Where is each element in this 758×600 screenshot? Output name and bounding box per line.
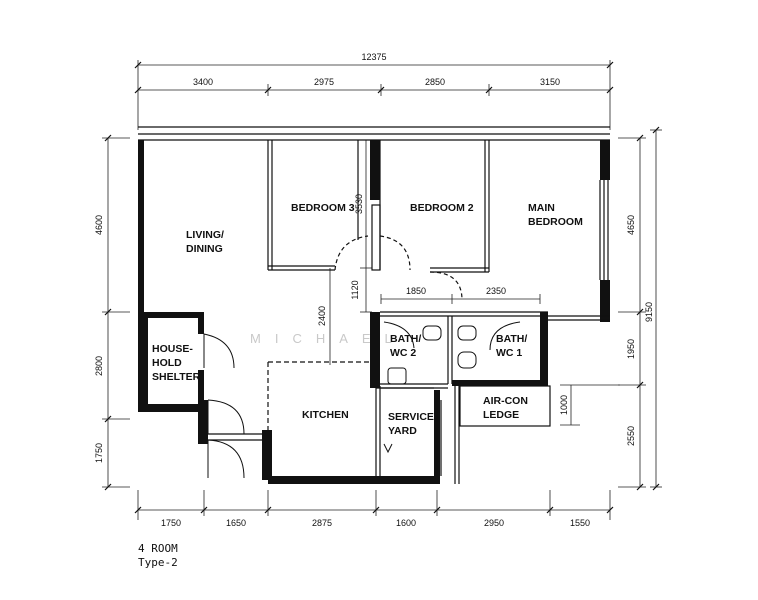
caption-flat-type: 4 ROOM	[138, 542, 178, 555]
dim-right-3: 2550	[626, 426, 636, 446]
room-label-bedroom2: BEDROOM 2	[410, 202, 474, 214]
dim-top-3: 2850	[425, 77, 445, 87]
room-label-kitchen: KITCHEN	[302, 409, 349, 421]
room-label-aircon-line2: LEDGE	[483, 409, 519, 421]
walls	[138, 140, 610, 484]
dim-left-1: 4600	[94, 215, 104, 235]
room-label-aircon-line1: AIR-CON	[483, 395, 528, 407]
dim-living-mid: 2400	[317, 306, 327, 326]
dim-right-1: 4650	[626, 215, 636, 235]
room-label-living-line1: LIVING/	[186, 229, 224, 241]
dim-bottom-4: 1600	[396, 518, 416, 528]
room-label-bedroom3: BEDROOM 3	[291, 202, 355, 214]
room-label-living-line2: DINING	[186, 243, 223, 255]
dim-bottom-6: 1550	[570, 518, 590, 528]
dim-top-4: 3150	[540, 77, 560, 87]
room-label-main-bedroom-line1: MAIN	[528, 202, 555, 214]
dim-bath2-width: 1850	[406, 286, 426, 296]
room-label-bath2-line2: WC 2	[390, 347, 416, 359]
caption-variant: Type-2	[138, 556, 178, 569]
dim-bottom-1: 1750	[161, 518, 181, 528]
dim-bottom-2: 1650	[226, 518, 246, 528]
dim-overall-width: 12375	[361, 52, 386, 62]
room-label-bath1-line2: WC 1	[496, 347, 522, 359]
dim-top-1: 3400	[193, 77, 213, 87]
dim-right-2: 1950	[626, 339, 636, 359]
room-label-main-bedroom-line2: BEDROOM	[528, 216, 583, 228]
dim-left-2: 2800	[94, 356, 104, 376]
room-label-shelter-line1: HOUSE-	[152, 343, 193, 355]
doors	[203, 321, 521, 479]
sanitary-fixtures	[387, 325, 477, 385]
room-label-service-yard-line1: SERVICE	[388, 411, 434, 423]
dim-left-3: 1750	[94, 443, 104, 463]
interior-outlines	[138, 126, 610, 484]
dim-bottom-5: 2950	[484, 518, 504, 528]
dim-corridor: 1120	[350, 280, 360, 299]
dim-right-total: 9150	[644, 302, 654, 322]
room-label-bath1-line1: BATH/	[496, 333, 527, 345]
dim-bottom-3: 2875	[312, 518, 332, 528]
dimension-lines	[102, 60, 662, 520]
room-label-shelter-line2: HOLD	[152, 357, 182, 369]
dim-bath1-width: 2350	[486, 286, 506, 296]
room-label-shelter-line3: SHELTER	[152, 371, 201, 383]
dim-top-2: 2975	[314, 77, 334, 87]
watermark: MICHAEL	[250, 331, 406, 346]
dim-bedroom3-depth: 3530	[354, 194, 364, 214]
dim-aircon-depth: 1000	[559, 395, 569, 415]
room-label-bath2-line1: BATH/	[390, 333, 421, 345]
dimension-ticks	[104, 61, 660, 514]
room-label-service-yard-line2: YARD	[388, 425, 417, 437]
